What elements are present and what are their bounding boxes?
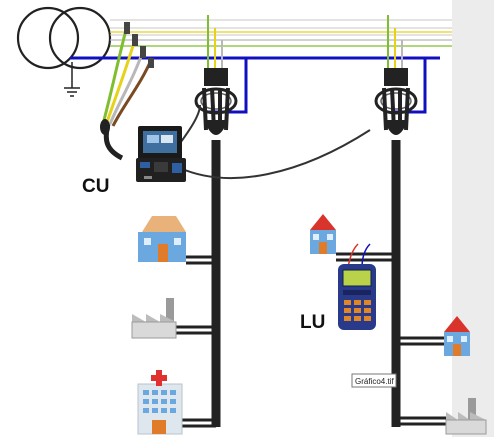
pole-1 xyxy=(194,15,238,427)
transformer-leads xyxy=(102,21,154,127)
factory-icon xyxy=(131,298,177,339)
factory-icon xyxy=(445,398,487,435)
service-drops-pole-1 xyxy=(176,255,216,428)
hospital-icon xyxy=(137,370,183,435)
right-margin-strip xyxy=(452,0,494,437)
service-drops-pole-2 xyxy=(336,252,446,426)
house-icon xyxy=(444,316,470,356)
ground-icon xyxy=(64,62,80,97)
lead-connectors xyxy=(124,22,154,68)
lead-clamp xyxy=(100,119,110,135)
lu-device xyxy=(338,264,376,330)
cu-device xyxy=(136,126,186,182)
lu-label: LU xyxy=(300,312,325,333)
figure-filename: Gráfico4.tif xyxy=(355,377,394,386)
phase-lines xyxy=(110,19,452,36)
house-icon xyxy=(310,214,336,254)
phase-lines-colored xyxy=(110,31,452,47)
house-icon xyxy=(138,216,186,262)
transformer-icon xyxy=(16,6,112,70)
figure-filename-box: Gráfico4.tif xyxy=(351,373,397,388)
pole-2 xyxy=(374,15,418,427)
signal-cable xyxy=(179,129,371,179)
cu-label: CU xyxy=(82,176,109,197)
